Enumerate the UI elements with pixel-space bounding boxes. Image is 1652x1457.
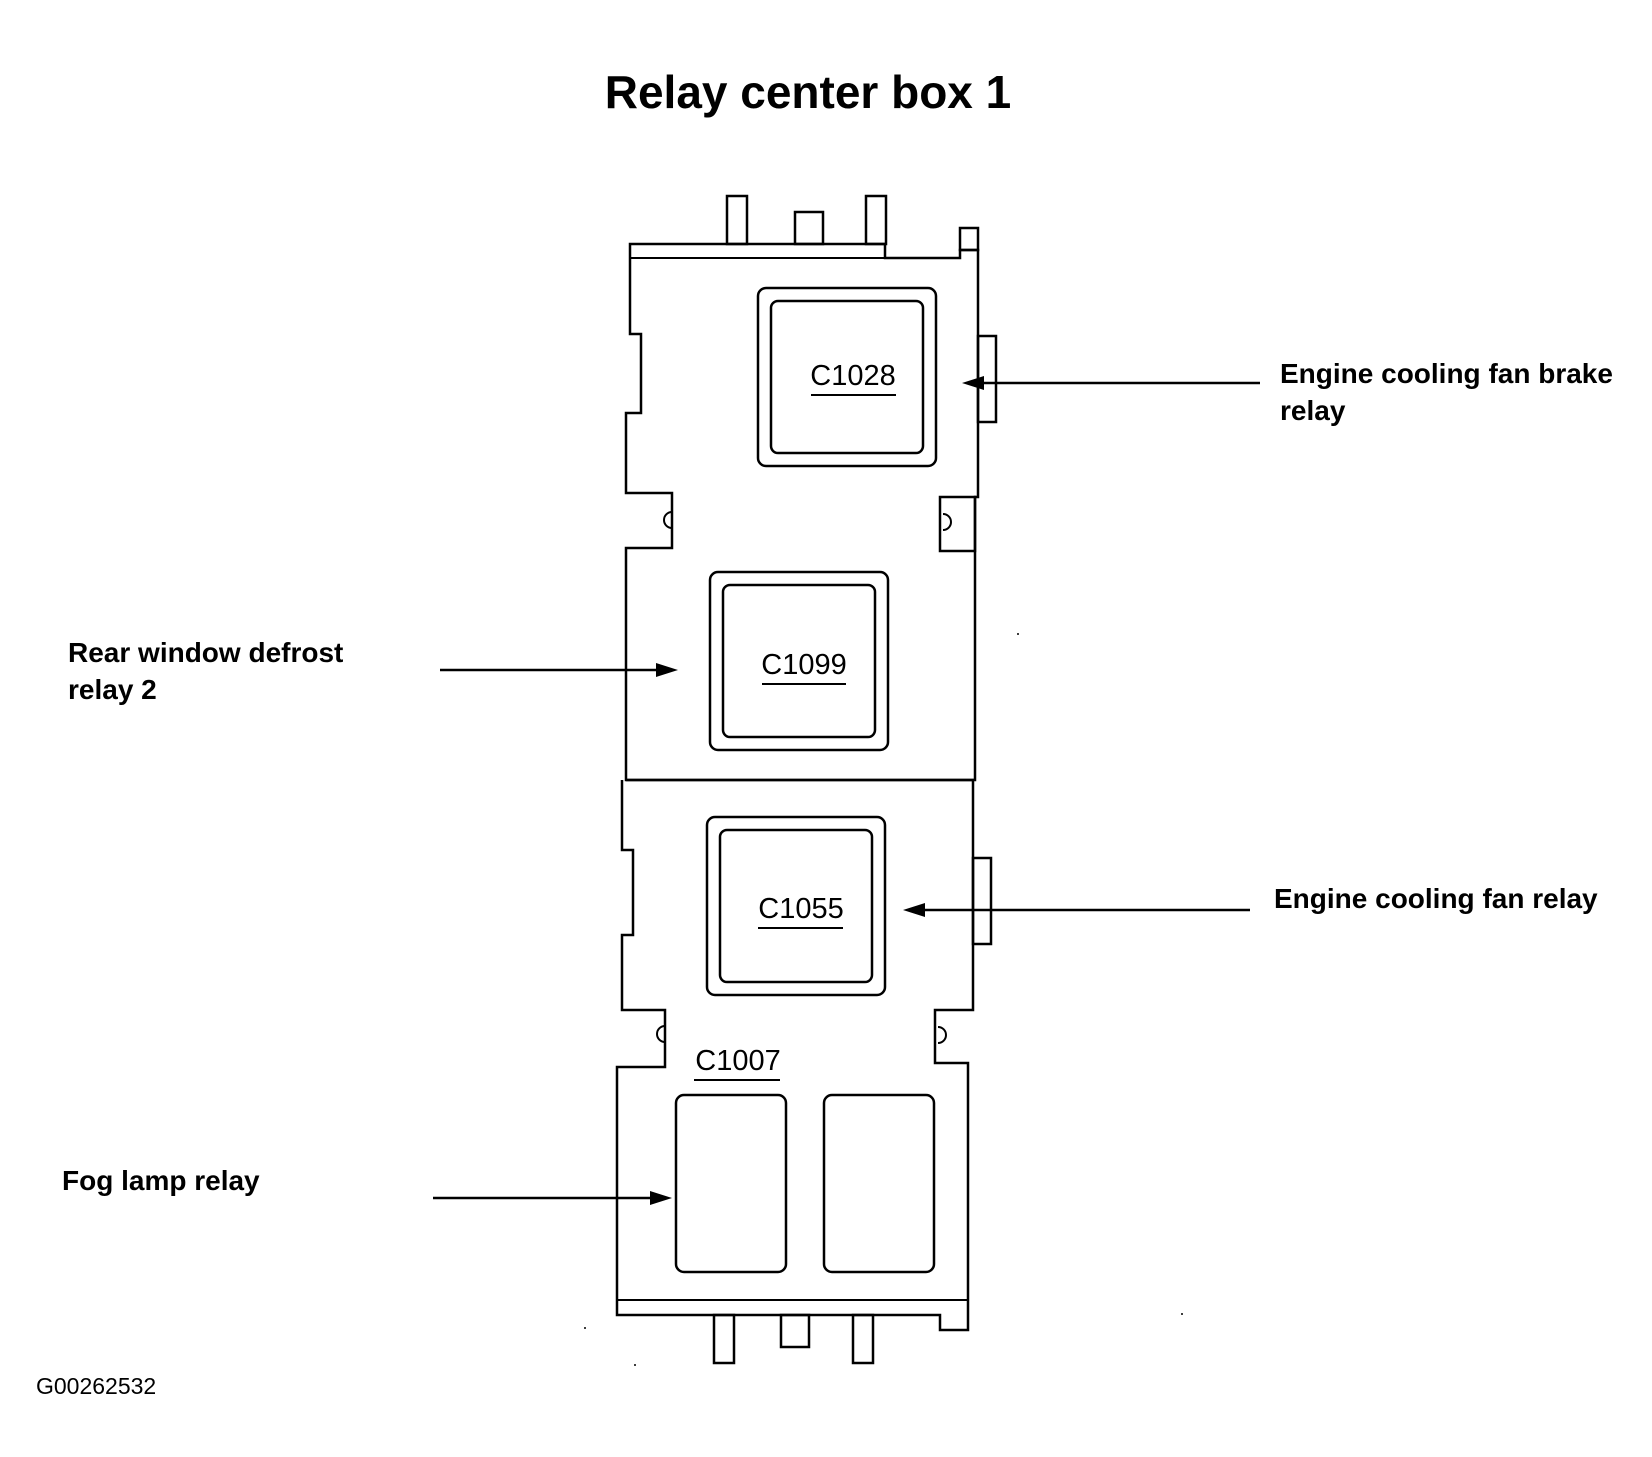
- relay-c1028-code: C1028: [810, 360, 895, 392]
- callout-c1028-line1: Engine cooling fan brake: [1280, 358, 1613, 389]
- callout-c1099-line1: Rear window defrost: [68, 637, 343, 668]
- figure-id: G00262532: [36, 1373, 156, 1399]
- arrow-c1007-head: [650, 1191, 672, 1205]
- top-terminal-middle: [793, 210, 825, 246]
- relay-c1099-code: C1099: [761, 649, 846, 681]
- speck: [1017, 633, 1019, 635]
- relay-c1055[interactable]: C1055: [705, 815, 887, 997]
- relay-c1007-left-slot: [674, 1093, 788, 1274]
- left-clip-upper-hole: [663, 511, 673, 529]
- callout-arrows: [433, 376, 1260, 1205]
- relay-c1007-code: C1007: [695, 1045, 780, 1077]
- left-clip-lower-hole: [656, 1025, 666, 1043]
- callout-c1028-line2: relay: [1280, 395, 1346, 426]
- relay-c1055-outer: [705, 815, 887, 997]
- housing-outline-lower: [615, 778, 975, 1332]
- relay-c1055-inner: [718, 828, 874, 984]
- right-clip-upper: [938, 495, 977, 553]
- speck: [584, 1327, 586, 1329]
- arrow-c1099-head: [656, 663, 678, 677]
- callout-c1055-line1: Engine cooling fan relay: [1274, 883, 1598, 914]
- relay-c1028[interactable]: C1028: [756, 286, 938, 468]
- relay-c1099-outer: [708, 570, 890, 752]
- relay-c1007-right-slot: [822, 1093, 936, 1274]
- relay-c1055-code: C1055: [758, 893, 843, 925]
- top-terminal-right: [864, 194, 888, 246]
- bottom-terminal-left: [712, 1313, 736, 1365]
- right-clip-lower-hole: [937, 1026, 947, 1044]
- relay-box-housing: [615, 194, 998, 1365]
- speck: [634, 1364, 636, 1366]
- arrow-c1055-head: [903, 903, 925, 917]
- relay-c1028-inner: [769, 299, 925, 455]
- callout-c1099-line2: relay 2: [68, 674, 157, 705]
- speck: [1181, 1313, 1183, 1315]
- diagram-title: Relay center box 1: [605, 66, 1012, 118]
- bottom-terminal-middle: [779, 1313, 811, 1349]
- right-bump-lower: [971, 856, 993, 946]
- top-corner-tab: [958, 226, 980, 252]
- relay-c1099-inner: [721, 583, 877, 739]
- callout-c1007-line1: Fog lamp relay: [62, 1165, 260, 1196]
- right-clip-upper-hole: [942, 513, 952, 531]
- top-terminal-left: [725, 194, 749, 246]
- bottom-terminal-right: [851, 1313, 875, 1365]
- relay-c1028-outer: [756, 286, 938, 468]
- relay-c1007[interactable]: C1007: [674, 1045, 936, 1274]
- arrow-c1028-head: [962, 376, 984, 390]
- relay-c1099[interactable]: C1099: [708, 570, 890, 752]
